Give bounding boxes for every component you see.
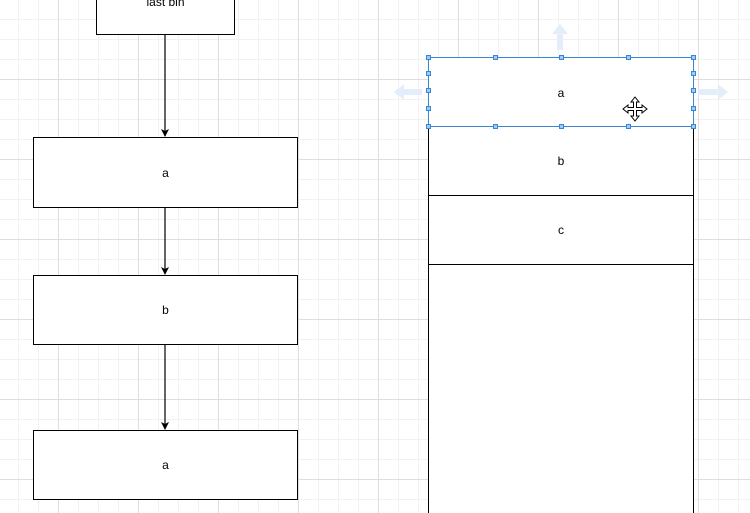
resize-handle-top-left[interactable] [426, 55, 431, 60]
resize-handle-top-1[interactable] [493, 55, 498, 60]
flow-node-a-first[interactable]: a [33, 137, 298, 208]
resize-handle-bottom-3[interactable] [626, 124, 631, 129]
resize-handle-right-3[interactable] [691, 106, 696, 111]
resize-handle-right-2[interactable] [691, 88, 696, 93]
list-row-a-label: a [557, 86, 565, 100]
flow-node-top[interactable]: last bin [96, 0, 235, 35]
resize-handle-left-2[interactable] [426, 88, 431, 93]
resize-handle-top-right[interactable] [691, 55, 696, 60]
flow-node-a-first-label: a [162, 165, 169, 180]
resize-handle-top-3[interactable] [626, 55, 631, 60]
list-row-c[interactable]: c [429, 196, 693, 265]
resize-handle-bottom-2[interactable] [559, 124, 564, 129]
move-cursor-icon [622, 96, 648, 122]
flow-node-top-label: last bin [146, 0, 185, 9]
list-row-b[interactable]: b [429, 127, 693, 196]
resize-handle-bottom-left[interactable] [426, 124, 431, 129]
resize-handle-left-3[interactable] [426, 106, 431, 111]
flow-node-a-second-label: a [162, 458, 169, 472]
flow-node-b-label: b [162, 303, 169, 317]
flow-node-a-second[interactable]: a [33, 430, 298, 500]
list-row-a[interactable]: a [429, 58, 693, 127]
list-row-c-label: c [558, 223, 564, 237]
resize-handle-bottom-1[interactable] [493, 124, 498, 129]
resize-handle-right-1[interactable] [691, 71, 696, 76]
list-row-b-label: b [557, 154, 565, 168]
resize-handle-bottom-right[interactable] [691, 124, 696, 129]
resize-handle-top-2[interactable] [559, 55, 564, 60]
flow-node-b[interactable]: b [33, 275, 298, 345]
resize-handle-left-1[interactable] [426, 71, 431, 76]
list-shape[interactable]: a b c [428, 57, 694, 513]
